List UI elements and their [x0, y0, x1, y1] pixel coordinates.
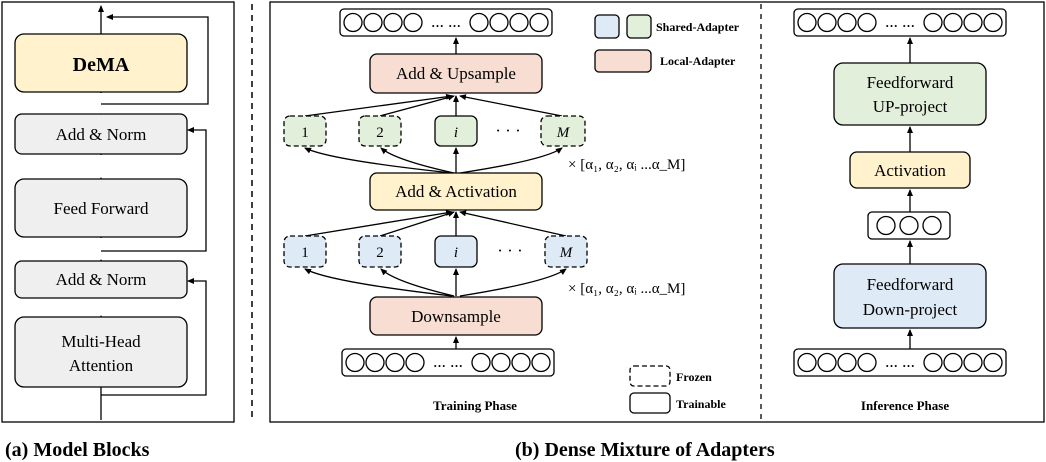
add-upsample-label: Add & Upsample: [396, 64, 516, 83]
arrow: [459, 147, 563, 174]
mha-label-line2: Attention: [69, 356, 134, 375]
caption-a: (a) Model Blocks: [5, 439, 150, 461]
add-upsample-block: [369, 53, 543, 94]
residual-arrow: [101, 278, 207, 396]
shared-adapter-up-2: [358, 115, 402, 147]
inference-input-sequence: ... ...: [793, 348, 1007, 377]
model-blocks-frame: [1, 1, 235, 423]
adapter-label: i: [454, 245, 458, 261]
legend-trainable-label: Trainable: [676, 397, 726, 411]
ff-down-label-line1: Feedforward: [867, 275, 954, 294]
legend-frozen-label: Frozen: [676, 370, 712, 384]
add-norm-bottom-label: Add & Norm: [56, 270, 147, 289]
shared-adapter-down-i: [434, 235, 478, 268]
arrow: [379, 94, 455, 117]
inference-output-sequence: ... ...: [793, 8, 1007, 37]
arrow: [304, 210, 453, 237]
mha-label-line1: Multi-Head: [61, 332, 141, 351]
adapter-label: 1: [301, 125, 309, 141]
seq-dots: ... ...: [433, 352, 463, 371]
arrow: [380, 268, 455, 297]
adapter-label: M: [559, 245, 574, 261]
add-norm-bottom-block: [14, 260, 188, 299]
input-sequence: ... ...: [341, 348, 555, 377]
arrow: [304, 268, 453, 297]
shared-adapter-down-1: [283, 235, 327, 268]
legend-trainable-swatch: [629, 392, 671, 414]
output-sequence: ... ...: [339, 8, 553, 37]
ff-down-label-line2: Down-project: [863, 300, 958, 319]
legend-shared-blue-swatch: [594, 14, 620, 39]
legend-shared-label: Shared-Adapter: [656, 20, 740, 34]
shared-adapter-up-m: [540, 115, 586, 147]
legend-local-label: Local-Adapter: [660, 54, 736, 68]
arrow: [459, 268, 567, 297]
legend-shared-green-swatch: [626, 14, 652, 39]
mha-block: [14, 316, 188, 388]
activation-label: Activation: [874, 161, 946, 180]
shared-adapter-down-2: [358, 235, 402, 268]
alpha-weights-up: × [α₁, α₂, αᵢ ...α_M]: [568, 157, 685, 173]
arrow: [459, 210, 567, 237]
dema-frame: [269, 1, 1045, 423]
alpha-weights-down: × [α₁, α₂, αᵢ ...α_M]: [568, 281, 685, 297]
downsample-block: [369, 296, 543, 336]
activation-block: [849, 151, 971, 189]
adapter-label: i: [454, 125, 458, 141]
adapter-dots: · · ·: [495, 121, 520, 140]
add-activation-block: [369, 172, 543, 211]
adapter-label: 2: [376, 245, 384, 261]
dema-label: DeMA: [73, 54, 130, 76]
add-norm-top-block: [14, 113, 188, 155]
arrow: [459, 94, 563, 117]
ff-up-label-line1: Feedforward: [867, 73, 954, 92]
legend-local-swatch: [594, 49, 652, 73]
add-norm-top-label: Add & Norm: [56, 125, 147, 144]
adapter-label: 2: [376, 125, 384, 141]
arrow: [379, 210, 455, 237]
bottleneck-sequence: [867, 211, 951, 240]
ff-up-label-line2: UP-project: [873, 97, 948, 116]
feed-forward-label: Feed Forward: [54, 199, 149, 218]
seq-dots: ... ...: [885, 12, 915, 31]
shared-adapter-up-i: [434, 115, 478, 147]
legend-frozen-swatch: [629, 365, 671, 387]
feed-forward-block: [14, 178, 188, 238]
adapter-label: M: [556, 125, 571, 141]
caption-b: (b) Dense Mixture of Adapters: [515, 439, 775, 461]
dema-panel: ... ... Add & Upsample 1 2 i · · · M × […: [269, 1, 1045, 461]
dema-block: [14, 33, 188, 93]
adapter-label: 1: [301, 245, 309, 261]
legend: Shared-Adapter Local-Adapter Frozen Trai…: [594, 14, 740, 414]
arrow: [304, 93, 453, 117]
arrow: [380, 147, 455, 174]
residual-arrow: [101, 127, 207, 252]
ff-up-project-block: [833, 62, 987, 126]
shared-adapter-up-1: [283, 115, 327, 147]
seq-dots: ... ...: [431, 12, 461, 31]
seq-dots: ... ...: [885, 352, 915, 371]
add-activation-label: Add & Activation: [395, 182, 517, 201]
ff-down-project-block: [833, 263, 987, 329]
arrow: [304, 147, 453, 174]
model-blocks-panel: Multi-Head Attention Add & Norm Feed For…: [1, 1, 235, 461]
downsample-label: Downsample: [411, 307, 501, 326]
training-phase-title: Training Phase: [433, 398, 517, 413]
shared-adapter-down-m: [544, 235, 588, 268]
adapter-dots: · · ·: [497, 241, 522, 260]
residual-arrow: [101, 14, 209, 105]
inference-phase-title: Inference Phase: [861, 398, 949, 413]
